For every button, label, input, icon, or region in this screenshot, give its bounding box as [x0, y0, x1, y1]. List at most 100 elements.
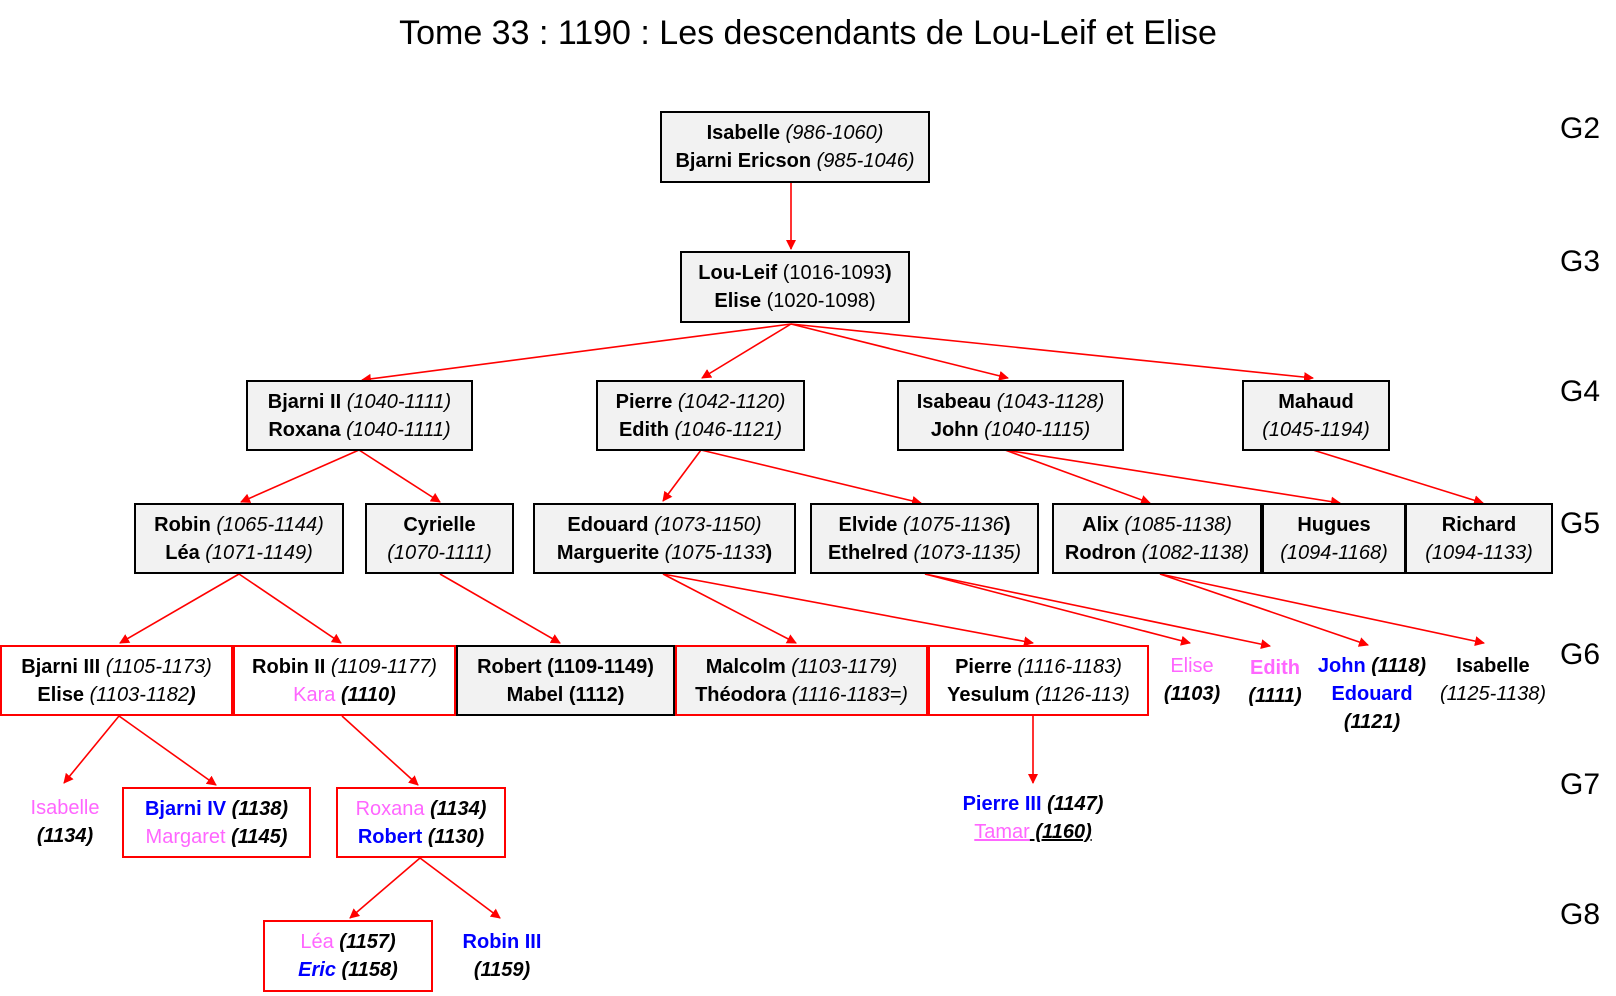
- person-line: Robert (1109-1149): [477, 653, 654, 681]
- person-text: Mahaud: [1278, 390, 1354, 413]
- arrow-robin-to-bjarni3: [119, 573, 240, 644]
- person-text: Robert (1109-1149): [477, 655, 654, 678]
- generation-label-g7: G7: [1559, 768, 1601, 801]
- person-box-roxana-robert: Roxana (1134)Robert (1130): [336, 787, 506, 858]
- person-text: Tamar: [974, 821, 1030, 843]
- person-label-isabelle-1125: Isabelle (1125-1138): [1430, 652, 1556, 708]
- person-box-hugues: Hugues (1094-1168): [1262, 503, 1406, 574]
- person-line: Lou-Leif (1016-1093): [698, 259, 891, 287]
- generation-label-g2: G2: [1559, 112, 1601, 145]
- person-text: Margaret: [145, 825, 226, 848]
- person-line: Kara (1110): [293, 681, 396, 709]
- person-label-elise-1103: Elise(1103): [1152, 652, 1232, 708]
- person-line: Edouard: [1312, 680, 1432, 708]
- person-line: Bjarni Ericson (985-1046): [675, 147, 914, 175]
- person-text: Marguerite: [556, 541, 660, 564]
- person-line: Isabeau (1043-1128): [917, 388, 1105, 416]
- person-text: (1070-1111): [387, 541, 492, 564]
- person-box-lea-eric: Léa (1157)Eric (1158): [263, 920, 433, 992]
- person-text: (1075-1136: [897, 513, 1004, 536]
- person-text: Robin III: [462, 931, 542, 953]
- person-line: (1094-1168): [1280, 539, 1387, 567]
- person-box-robin-ii-kara: Robin II (1109-1177)Kara (1110): [233, 645, 456, 716]
- person-line: Isabelle: [1430, 652, 1556, 680]
- person-label-john-edouard: John (1118)Edouard (1121): [1312, 652, 1432, 736]
- arrow-louleif-to-bjarni2: [361, 323, 792, 384]
- person-text: (1109-1177): [325, 655, 437, 678]
- person-text: Yesulum: [947, 683, 1030, 706]
- person-line: Isabelle: [20, 794, 110, 822]
- person-text: Hugues: [1297, 513, 1371, 536]
- person-text: Robert: [357, 825, 423, 848]
- person-text: Pierre: [955, 655, 1012, 678]
- person-box-bjarni-iii-elise: Bjarni III (1105-1173)Elise (1103-1182): [0, 645, 233, 716]
- person-text: (1159): [473, 959, 531, 981]
- person-text: (1065-1144): [210, 513, 324, 536]
- person-box-lou-leif-elise: Lou-Leif (1016-1093)Elise (1020-1098): [680, 251, 910, 323]
- person-line: (1070-1111): [387, 539, 492, 567]
- arrow-alix-to-isabelle-g6: [1159, 573, 1485, 647]
- generation-label-g8: G8: [1559, 898, 1601, 931]
- person-text: Léa: [300, 931, 334, 953]
- person-text: John: [930, 418, 979, 441]
- person-line: Pierre (1116-1183): [955, 653, 1122, 681]
- person-line: Robin II (1109-1177): [252, 653, 437, 681]
- person-text: (1134): [424, 797, 487, 820]
- person-box-robin-lea: Robin (1065-1144)Léa (1071-1149): [134, 503, 344, 574]
- person-box-alix-rodron: Alix (1085-1138)Rodron (1082-1138): [1052, 503, 1262, 574]
- person-line: John (1118): [1312, 652, 1432, 680]
- person-box-richard: Richard(1094-1133): [1405, 503, 1553, 574]
- person-text: (1158): [335, 959, 398, 981]
- person-line: Yesulum (1126-113): [947, 681, 1130, 709]
- arrow-robin-to-robin2: [238, 573, 342, 644]
- person-line: Marguerite (1075-1133): [557, 539, 772, 567]
- person-line: Cyrielle: [403, 511, 475, 539]
- person-text: (1094-1133): [1425, 541, 1533, 564]
- person-line: Margaret (1145): [146, 823, 288, 851]
- person-text: ): [188, 683, 196, 706]
- person-text: Edith: [618, 418, 669, 441]
- person-label-robin-iii: Robin III (1159): [450, 928, 554, 984]
- person-box-mahaud: Mahaud(1045-1194): [1242, 380, 1390, 451]
- person-line: Robin (1065-1144): [154, 511, 324, 539]
- person-line: (1125-1138): [1430, 680, 1556, 708]
- person-line: Malcolm (1103-1179): [706, 653, 898, 681]
- person-text: Elvide: [838, 513, 898, 536]
- person-text: Mabel (1112): [506, 683, 625, 706]
- person-text: Isabelle: [1456, 655, 1530, 677]
- person-text: (1040-1115): [978, 418, 1091, 441]
- person-line: Elise: [1152, 652, 1232, 680]
- generation-label-g6: G6: [1559, 638, 1601, 671]
- person-line: (1159): [450, 956, 554, 984]
- person-line: Mahaud: [1278, 388, 1354, 416]
- arrow-isabeau-to-alix: [1004, 449, 1151, 505]
- arrow-louleif-to-mahaud: [790, 323, 1314, 383]
- arrow-elvide-to-elise: [924, 573, 1191, 646]
- person-text: Robin: [154, 513, 211, 536]
- person-text: Edouard: [567, 513, 649, 536]
- person-text: Rodron: [1064, 541, 1137, 564]
- person-box-edouard-marguerite: Edouard (1073-1150) Marguerite (1075-1133…: [533, 503, 796, 574]
- person-text: (1147): [1041, 793, 1104, 815]
- person-text: (1046-1121): [668, 418, 783, 441]
- person-box-bjarni-iv-margaret: Bjarni IV (1138)Margaret (1145): [122, 787, 311, 858]
- person-text: (1103-1179): [785, 655, 898, 678]
- person-text: (1040-1111): [341, 390, 452, 413]
- person-text: (1157): [333, 931, 396, 953]
- person-line: Elise (1020-1098): [714, 287, 875, 315]
- person-line: Robin III: [450, 928, 554, 956]
- arrow-louleif-to-pierre: [701, 323, 792, 379]
- person-text: (1073-1150): [648, 513, 762, 536]
- person-text: (1134): [36, 825, 94, 847]
- person-line: John (1040-1115): [931, 416, 1090, 444]
- person-text: Elise: [37, 683, 85, 706]
- generation-label-g3: G3: [1559, 245, 1601, 278]
- person-box-isabelle-bjarni-ericson: Isabelle (986-1060)Bjarni Ericson (985-1…: [660, 111, 930, 183]
- person-text: (1121): [1343, 711, 1401, 733]
- person-box-pierre-edith: Pierre (1042-1120)Edith (1046-1121): [596, 380, 805, 451]
- person-line: Tamar (1160): [943, 818, 1123, 846]
- person-text: ): [765, 541, 773, 564]
- arrow-cyrielle-to-robert: [439, 573, 561, 644]
- person-text: (1130): [422, 825, 485, 848]
